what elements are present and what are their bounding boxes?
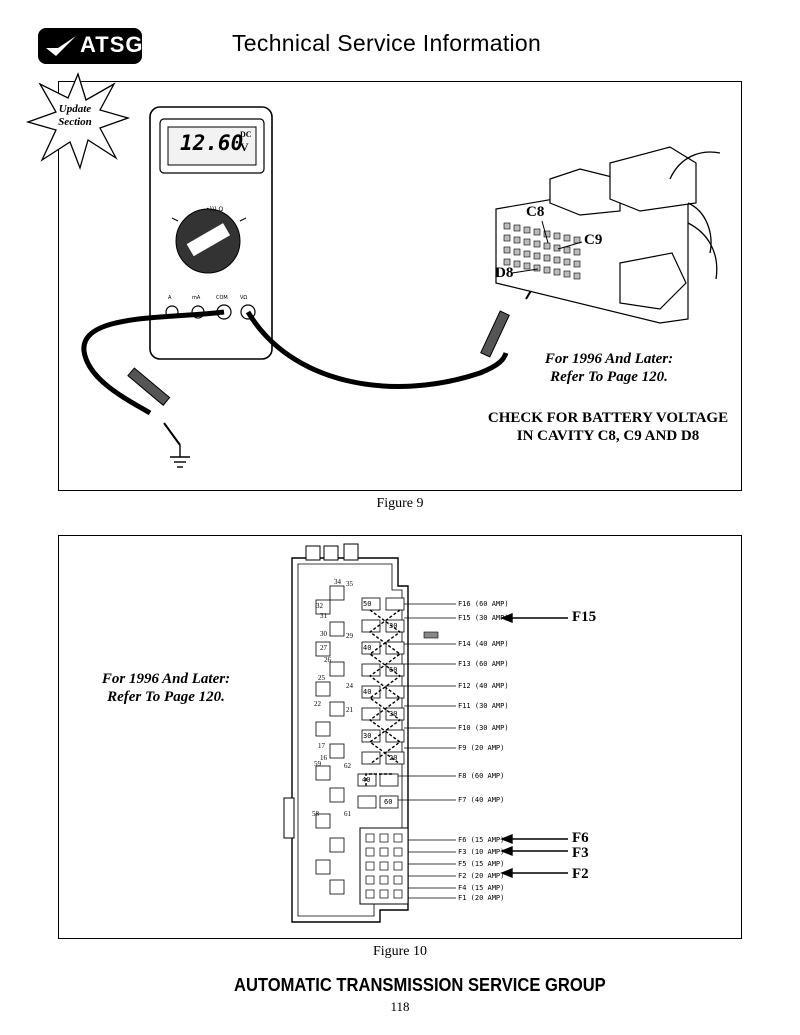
svg-text:30: 30 (320, 630, 328, 638)
svg-text:59: 59 (314, 760, 322, 768)
instruction-line-2: IN CAVITY C8, C9 AND D8 (516, 428, 700, 444)
figure-9-note: For 1996 And Later: Refer To Page 120. (538, 350, 680, 386)
figure-10-caption: Figure 10 (372, 944, 428, 959)
fuse-label-f16: F16 (60 AMP) (458, 600, 509, 608)
fuse-label-f1: F1 (20 AMP) (458, 894, 505, 902)
cavity-c9-label: C9 (584, 232, 603, 248)
fuse-value: 30 (389, 710, 398, 718)
fuse-value: 30 (389, 622, 398, 630)
cavity-d8-label: D8 (495, 265, 514, 281)
fuse-label-f15: F15 (30 AMP) (458, 614, 509, 622)
fuse-label-f2: F2 (20 AMP) (458, 872, 505, 880)
figure-9-instruction: CHECK FOR BATTERY VOLTAGE IN CAVITY C8, … (470, 409, 746, 445)
fuse-label-f10: F10 (30 AMP) (458, 724, 509, 732)
footer-title: AUTOMATIC TRANSMISSION SERVICE GROUP (234, 975, 606, 995)
svg-text:22: 22 (314, 700, 322, 708)
page-title: Technical Service Information (232, 30, 542, 56)
svg-text:29: 29 (346, 632, 354, 640)
fuse-value: 40 (363, 688, 372, 696)
svg-text:VΩ: VΩ (240, 295, 247, 301)
badge-line-1: Update (58, 103, 92, 115)
fuse-value: 60 (389, 666, 398, 674)
fuse-label-f8: F8 (60 AMP) (458, 772, 505, 780)
fuse-value: 30 (363, 732, 372, 740)
meter-reading: 12.60 (180, 131, 244, 155)
figure-9-note-line-1: For 1996 And Later: (544, 351, 674, 367)
fuse-label-f12: F12 (40 AMP) (458, 682, 509, 690)
svg-text:17: 17 (318, 742, 326, 750)
svg-text:mA: mA (192, 295, 201, 301)
svg-text:•))) Ω: •))) Ω (206, 206, 223, 213)
meter-unit-dc: DC (240, 130, 252, 139)
fuse-value: 20 (389, 754, 398, 762)
fuse-label-f13: F13 (60 AMP) (458, 660, 509, 668)
fuse-label-f5: F5 (15 AMP) (458, 860, 505, 868)
update-section-label: Update Section (52, 103, 98, 129)
callout-f3: F3 (572, 845, 589, 861)
figure-10-note-line-1: For 1996 And Later: (101, 671, 231, 687)
fuse-value: 40 (362, 776, 371, 784)
atsg-logo: ATSG (38, 28, 142, 64)
fuse-label-f14: F14 (40 AMP) (458, 640, 509, 648)
svg-text:58: 58 (312, 810, 320, 818)
fuse-label-f9: F9 (20 AMP) (458, 744, 505, 752)
callout-f6: F6 (572, 830, 589, 846)
fuse-value: 60 (384, 798, 393, 806)
figure-9-note-line-2: Refer To Page 120. (550, 369, 668, 385)
svg-text:A: A (168, 295, 172, 301)
svg-text:27: 27 (320, 644, 328, 652)
figure-10-note: For 1996 And Later: Refer To Page 120. (90, 670, 242, 706)
callout-f2: F2 (572, 866, 589, 882)
callout-arrows (500, 612, 568, 879)
fuse-label-f6: F6 (15 AMP) (458, 836, 505, 844)
svg-text:16: 16 (320, 754, 328, 762)
svg-text:62: 62 (344, 762, 352, 770)
svg-text:31: 31 (320, 612, 328, 620)
figure-9-caption: Figure 9 (376, 496, 424, 511)
fuse-label-f3: F3 (10 AMP) (458, 848, 505, 856)
svg-text:61: 61 (344, 810, 352, 818)
badge-line-2: Section (58, 116, 92, 128)
callout-f15: F15 (572, 609, 597, 625)
fuse-label-f7: F7 (40 AMP) (458, 796, 505, 804)
figure-10-note-line-2: Refer To Page 120. (107, 689, 225, 705)
instruction-line-1: CHECK FOR BATTERY VOLTAGE (487, 410, 729, 426)
checkmark-logo-icon (46, 36, 76, 56)
fuse-label-f11: F11 (30 AMP) (458, 702, 509, 710)
cavity-c8-label: C8 (526, 204, 545, 220)
svg-text:21: 21 (346, 706, 354, 714)
logo-text: ATSG (80, 32, 144, 57)
fuse-value: 40 (363, 644, 372, 652)
svg-text:32: 32 (316, 602, 324, 610)
page-number: 118 (390, 999, 410, 1014)
svg-text:24: 24 (346, 682, 354, 690)
fuse-label-f4: F4 (15 AMP) (458, 884, 505, 892)
svg-text:35: 35 (346, 580, 354, 588)
svg-text:26: 26 (324, 656, 332, 664)
svg-text:COM: COM (216, 295, 228, 301)
meter-unit-v: V (240, 140, 249, 154)
svg-text:34: 34 (334, 578, 342, 586)
multimeter-illustration: •))) Ω A mA COM VΩ (81, 106, 721, 468)
fuse-value: 50 (363, 600, 372, 608)
svg-text:25: 25 (318, 674, 326, 682)
update-section-badge (26, 72, 130, 171)
